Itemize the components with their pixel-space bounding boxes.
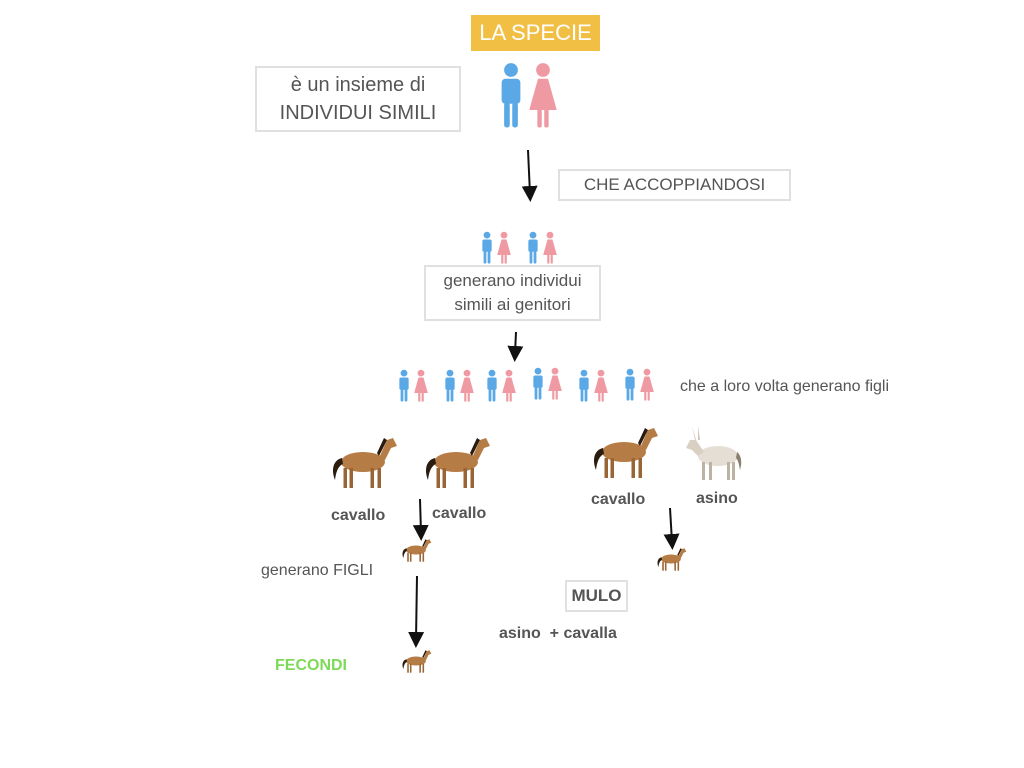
fertile-label: FECONDI [275,657,347,674]
offspring-box: generano individui simili ai genitori [424,265,601,321]
definition-line2: INDIVIDUI SIMILI [279,102,437,124]
male-icon [533,367,543,400]
reverse-cross-label: asino + cavalla [499,625,617,642]
mating-label: CHE ACCOPPIANDOSI [558,169,791,201]
female-icon [594,369,608,402]
down-arrow-icon [663,507,680,550]
male-icon [625,368,635,401]
horse-icon [402,650,432,673]
offspring-line1: generano individui [443,271,582,290]
right-parent1-label: cavallo [591,491,646,508]
children-label: generano FIGLI [261,562,374,579]
offspring-line2: simili ai genitori [454,295,571,314]
horse-icon [402,539,432,562]
definition-box: è un insieme di INDIVIDUI SIMILI [255,66,461,132]
left-parent2-label: cavallo [432,505,487,522]
female-icon [497,231,511,264]
right-parent2-label: asino [696,490,738,507]
definition-line1: è un insieme di [290,74,426,96]
male-icon [487,369,497,402]
horse-icon [657,548,687,571]
male-icon [528,231,538,264]
couples-group-icon [482,231,557,264]
down-arrow-icon [408,575,425,648]
parents-couple-icon [501,63,557,128]
next-generation-label: che a loro volta generano figli [680,378,890,395]
male-icon [445,369,455,402]
female-icon [640,368,654,401]
female-icon [414,369,428,402]
male-icon [579,369,589,402]
horse-icon [594,428,658,478]
left-parent1-label: cavallo [331,507,386,524]
horse-icon [426,438,490,488]
male-icon [399,369,409,402]
down-arrow-icon [412,498,429,541]
male-icon [501,63,521,128]
down-arrow-icon [507,331,524,362]
donkey-icon [686,426,742,480]
female-icon [460,369,474,402]
male-icon [482,231,492,264]
page-title: LA SPECIE [471,15,600,51]
population-icon [399,367,654,402]
female-icon [502,369,516,402]
hybrid-label: MULO [565,580,628,612]
female-icon [548,367,562,400]
female-icon [529,63,557,128]
down-arrow-icon [521,149,538,202]
female-icon [543,231,557,264]
horse-icon [333,438,397,488]
